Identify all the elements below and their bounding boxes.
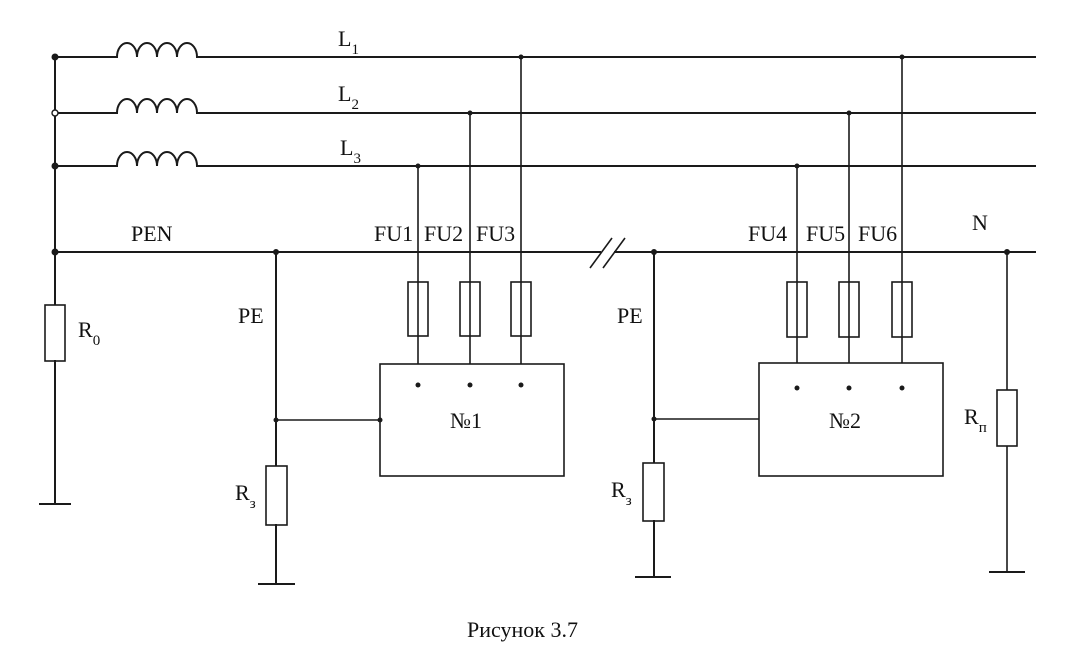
label-consumer-2: №2 [829, 408, 861, 433]
junction-dot [467, 110, 473, 116]
label-r0: R0 [78, 317, 100, 349]
line-break-mark [589, 237, 626, 269]
figure-caption: Рисунок 3.7 [467, 617, 578, 642]
label-fu4: FU4 [748, 221, 787, 246]
label-n: N [972, 210, 988, 235]
terminal-dot [518, 382, 524, 388]
resistor-r0 [44, 304, 66, 362]
terminal-dot [794, 385, 800, 391]
terminal-dot [899, 385, 905, 391]
junction-dot [51, 248, 59, 256]
junction-dot [899, 54, 905, 60]
junction-dot [273, 249, 279, 255]
junction-dot [651, 416, 657, 422]
junction-dot [651, 249, 657, 255]
label-l1: L1 [338, 26, 359, 58]
label-fu6: FU6 [858, 221, 897, 246]
junction-dot [51, 162, 59, 170]
label-fu2: FU2 [424, 221, 463, 246]
label-rp: Rп [964, 404, 987, 436]
junction-dot [518, 54, 524, 60]
label-fu3: FU3 [476, 221, 515, 246]
label-pe-2: PE [617, 303, 643, 328]
label-l2: L2 [338, 81, 359, 113]
label-pe-1: PE [238, 303, 264, 328]
label-consumer-1: №1 [450, 408, 482, 433]
label-fu5: FU5 [806, 221, 845, 246]
junction-dot [51, 109, 59, 117]
terminal-dot [377, 417, 383, 423]
consumer-box-2 [758, 362, 944, 477]
junction-dot [415, 163, 421, 169]
label-pen: PEN [131, 221, 173, 246]
resistor-rp [996, 389, 1018, 447]
terminal-dot [467, 382, 473, 388]
consumer-box-1 [379, 363, 565, 477]
junction-dot [273, 417, 279, 423]
label-l3: L3 [340, 135, 361, 167]
label-fu1: FU1 [374, 221, 413, 246]
winding-l3 [54, 151, 199, 168]
junction-dot [51, 53, 59, 61]
label-rz-2: Rз [611, 477, 632, 509]
junction-dot [794, 163, 800, 169]
winding-l1 [54, 42, 199, 59]
resistor-rz-1 [265, 465, 288, 526]
winding-l2 [54, 98, 199, 115]
junction-dot [846, 110, 852, 116]
resistor-rz-2 [642, 462, 665, 522]
terminal-dot [415, 382, 421, 388]
terminal-dot [846, 385, 852, 391]
label-rz-1: Rз [235, 480, 256, 512]
